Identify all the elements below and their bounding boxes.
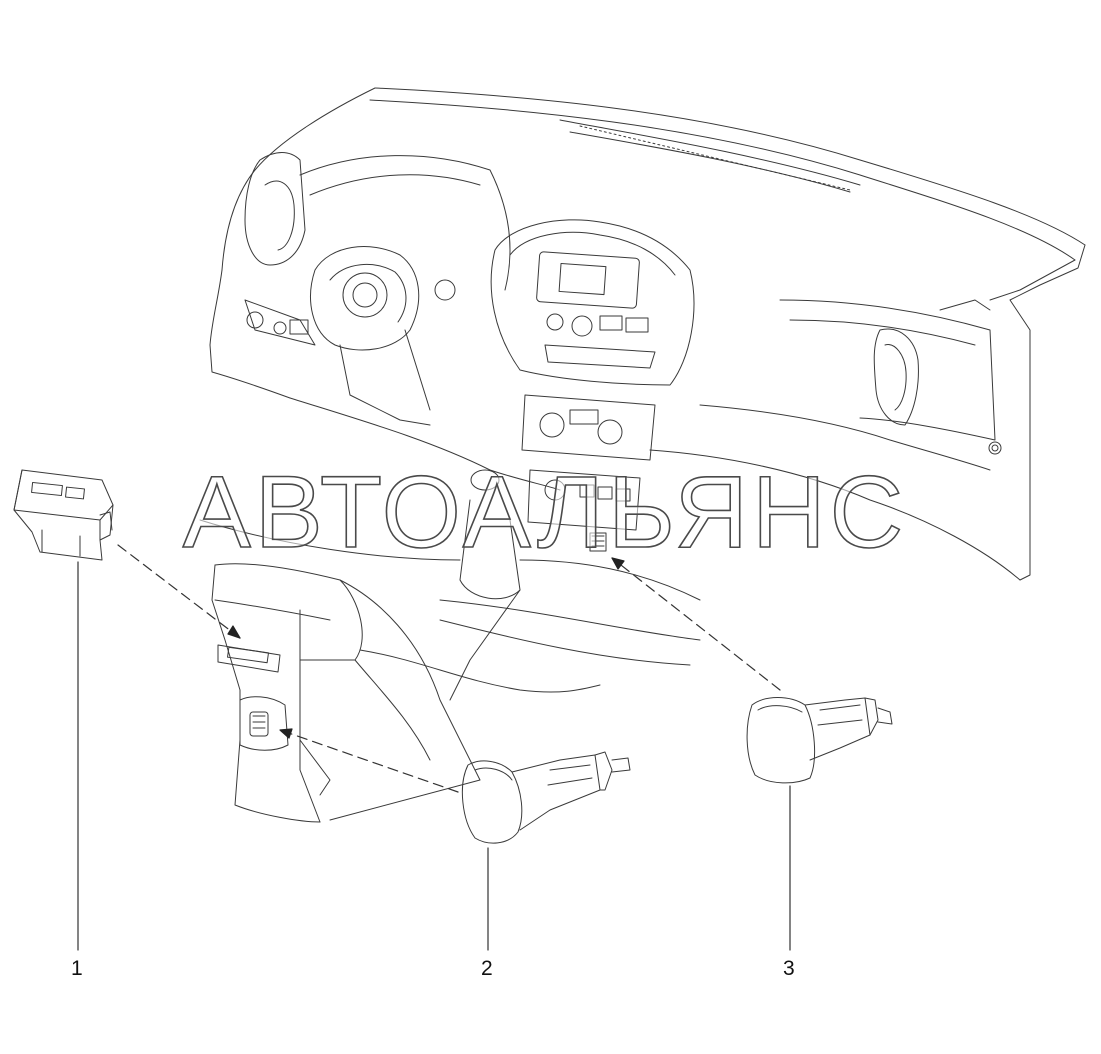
rear-console — [211, 563, 481, 823]
callout-number-3: 3 — [783, 957, 795, 980]
guide-arrow-1 — [117, 544, 241, 639]
center-console — [199, 469, 701, 701]
guide-arrow-2 — [279, 729, 459, 793]
leader-lines — [77, 561, 791, 951]
part-1-usb-module — [13, 469, 114, 561]
dashboard-outline — [209, 87, 1086, 581]
callout-number-2: 2 — [481, 957, 493, 980]
center-stack — [490, 219, 695, 552]
watermark: АВТОАЛЬЯНС — [0, 455, 1101, 565]
callout-number-1: 1 — [71, 957, 83, 980]
guide-arrows — [117, 544, 781, 793]
instrument-cluster — [244, 152, 511, 346]
arrowhead-1 — [227, 625, 241, 639]
guide-arrow-3 — [611, 557, 781, 691]
steering-column — [310, 246, 456, 426]
arrowhead-2 — [279, 728, 293, 739]
arrowhead-3 — [611, 557, 625, 570]
part-3-power-socket — [746, 697, 893, 784]
watermark-text: АВТОАЛЬЯНС — [183, 455, 908, 565]
part-2-power-socket — [461, 751, 631, 844]
